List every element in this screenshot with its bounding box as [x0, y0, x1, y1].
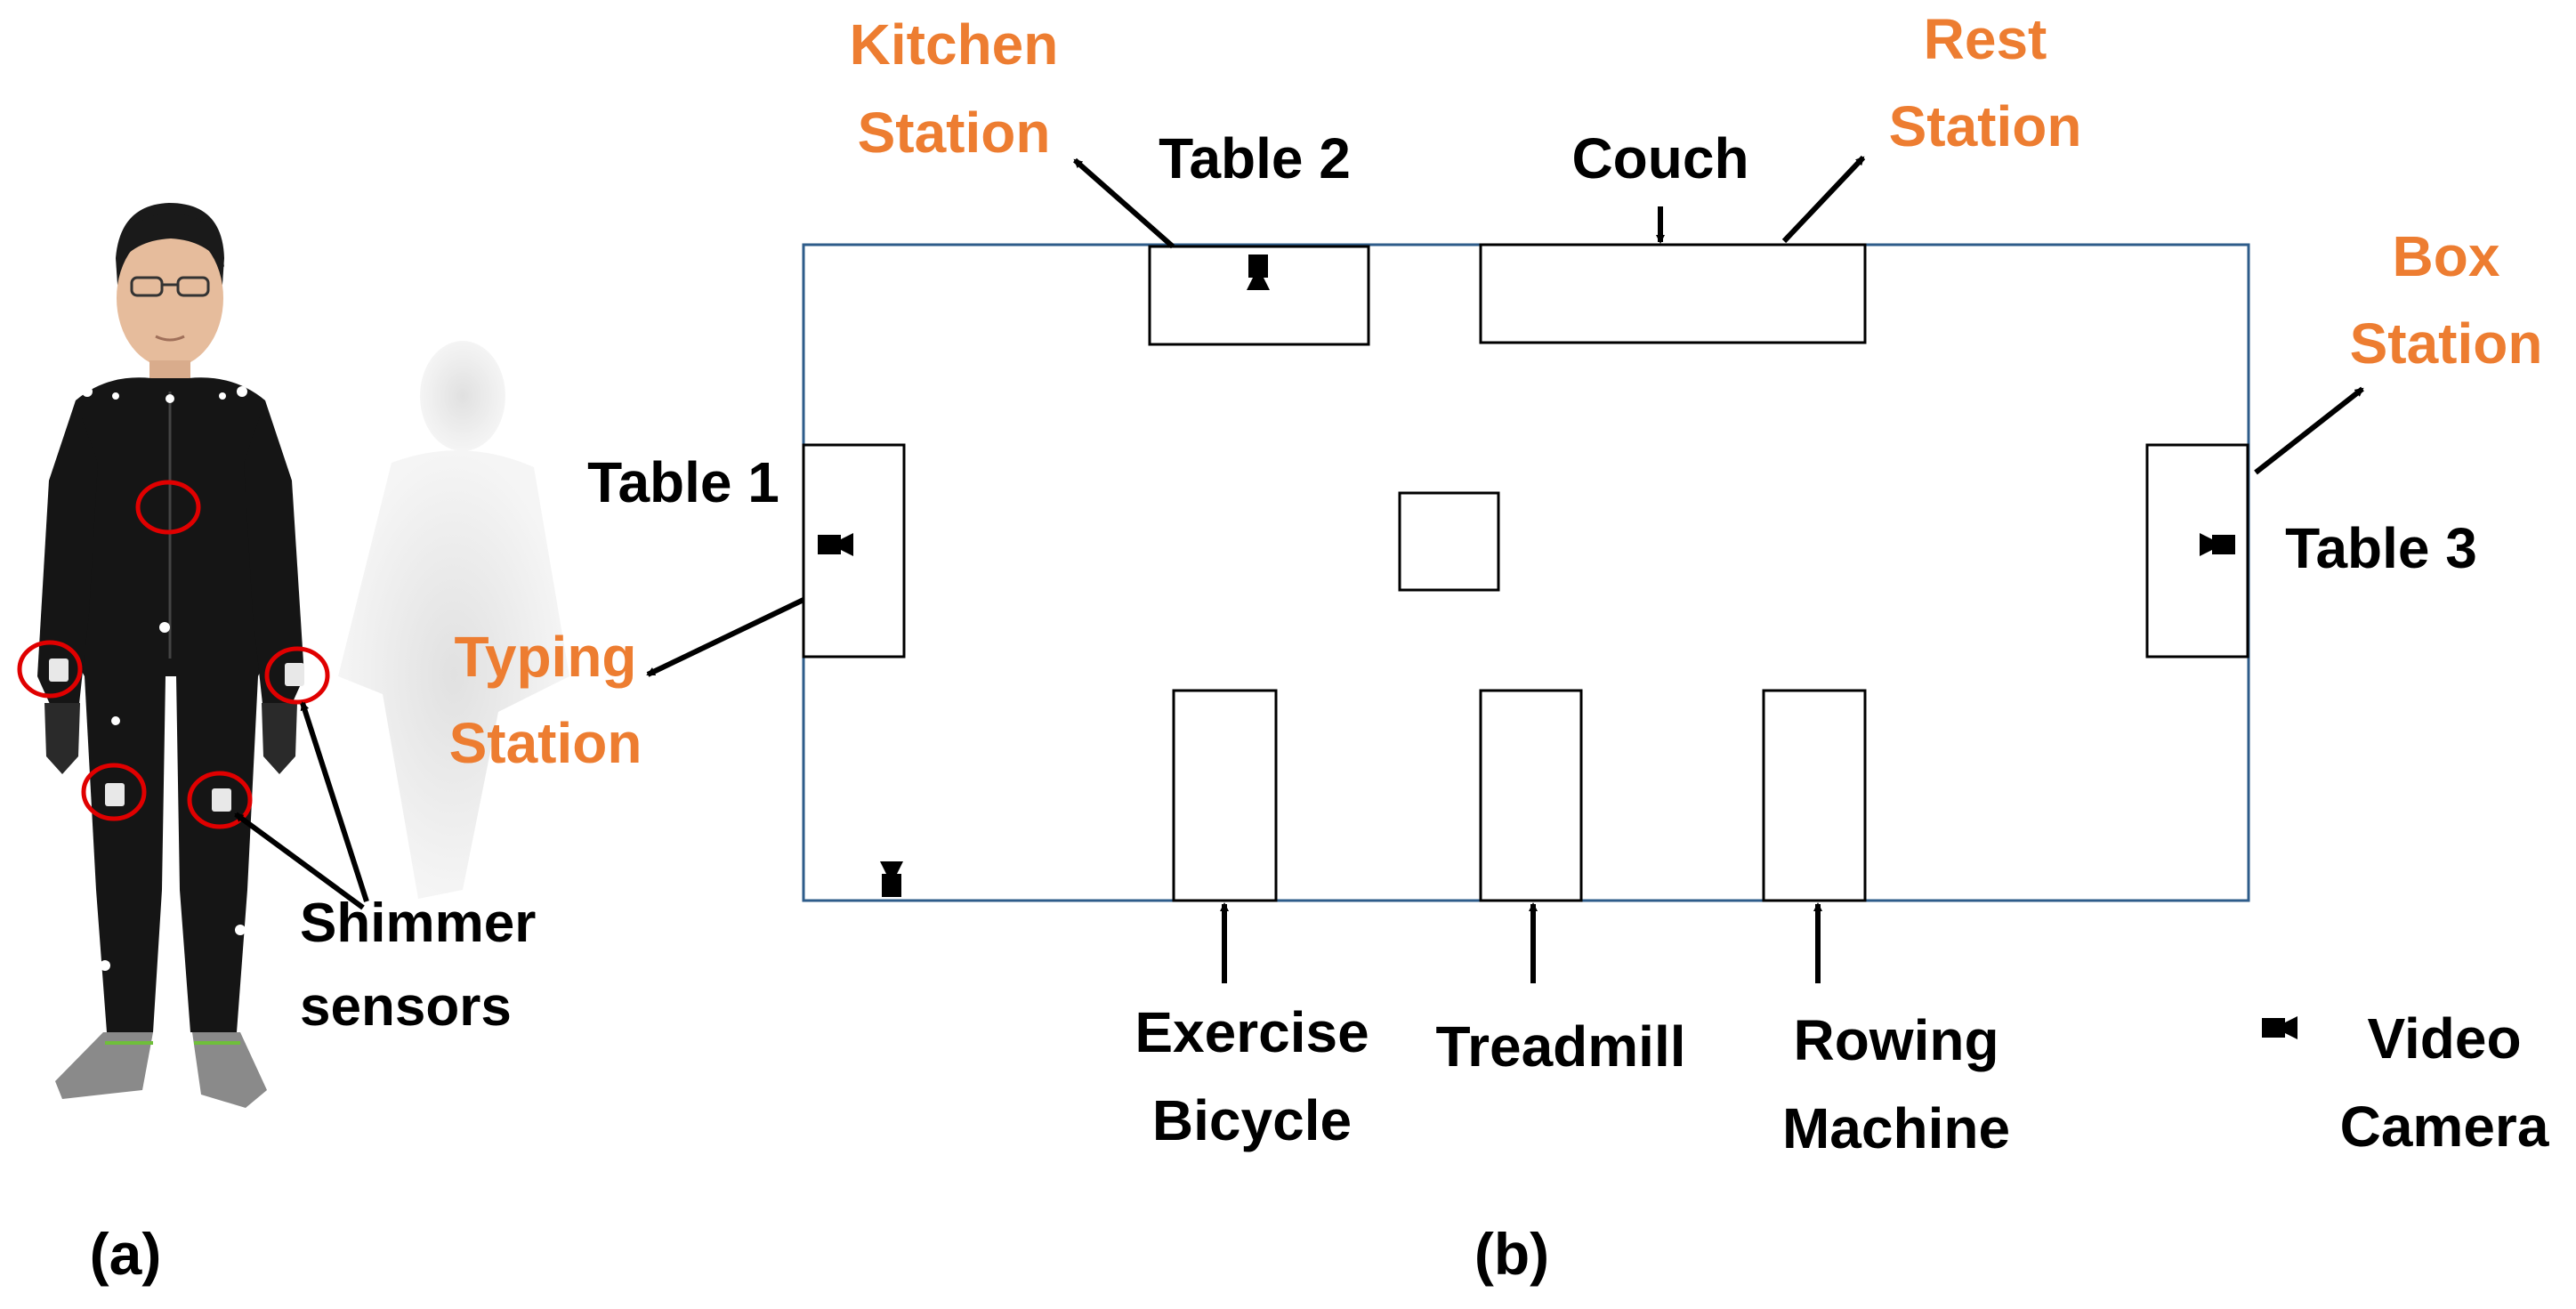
camera-floor-icon — [880, 861, 903, 897]
rowing-box — [1762, 689, 1867, 902]
sensor-circle-right-thigh — [187, 771, 253, 829]
caption-b: (b) — [1474, 1221, 1549, 1287]
treadmill-box — [1479, 689, 1583, 902]
left-arm — [37, 400, 98, 712]
legend-video-camera-icon — [2262, 1016, 2297, 1039]
sensor-circle-right-wrist — [264, 646, 330, 705]
right-arm — [244, 400, 304, 712]
label-bicycle-line1: Exercise — [1135, 1000, 1369, 1064]
sensor-circles — [17, 480, 330, 829]
left-leg — [85, 676, 166, 1032]
right-leg — [176, 676, 258, 1032]
label-rowing-line1: Rowing — [1793, 1008, 1999, 1072]
station-kitchen-line1: Kitchen — [850, 12, 1059, 77]
sensor-circle-chest — [135, 480, 201, 535]
bicycle-box — [1172, 689, 1278, 902]
room-furniture — [802, 243, 2249, 902]
sensor-circle-left-thigh — [81, 763, 147, 821]
camera-table3-icon — [2200, 533, 2235, 556]
legend-line1: Video — [2367, 1006, 2521, 1071]
label-treadmill: Treadmill — [1436, 1014, 1686, 1079]
station-rest-line2: Station — [1889, 94, 2082, 158]
sensor-pointers — [234, 701, 369, 910]
label-table1: Table 1 — [587, 450, 779, 514]
camera-table1-icon — [818, 533, 853, 556]
sensor-circle-left-wrist — [17, 640, 83, 699]
legend: Video Camera — [2262, 1006, 2549, 1159]
station-rest-line1: Rest — [1924, 7, 2047, 71]
arrow-kitchen — [1073, 158, 1175, 249]
arrow-typing — [646, 597, 805, 677]
label-table3: Table 3 — [2285, 516, 2477, 580]
center-box — [1398, 491, 1500, 592]
station-kitchen-line2: Station — [858, 101, 1051, 165]
caption-a: (a) — [90, 1221, 162, 1287]
label-bicycle-line2: Bicycle — [1152, 1088, 1352, 1152]
camera-table2-icon — [1247, 255, 1270, 290]
label-table2: Table 2 — [1159, 126, 1351, 190]
couch-box — [1479, 243, 1867, 344]
station-box-line2: Station — [2350, 311, 2543, 376]
face — [117, 229, 223, 368]
label-couch: Couch — [1571, 126, 1748, 190]
label-rowing-line2: Machine — [1782, 1096, 2010, 1160]
sensors-label-line2: sensors — [300, 976, 512, 1038]
diagram-arrows — [646, 155, 2364, 983]
station-typing-line1: Typing — [455, 625, 637, 689]
station-box-line1: Box — [2393, 224, 2500, 288]
sensors-label-line1: Shimmer — [300, 893, 536, 954]
arrow-box — [2254, 386, 2364, 475]
arrow-rest — [1781, 155, 1866, 244]
legend-line2: Camera — [2340, 1095, 2549, 1159]
person-shadow — [338, 341, 569, 899]
station-typing-line2: Station — [449, 711, 642, 775]
